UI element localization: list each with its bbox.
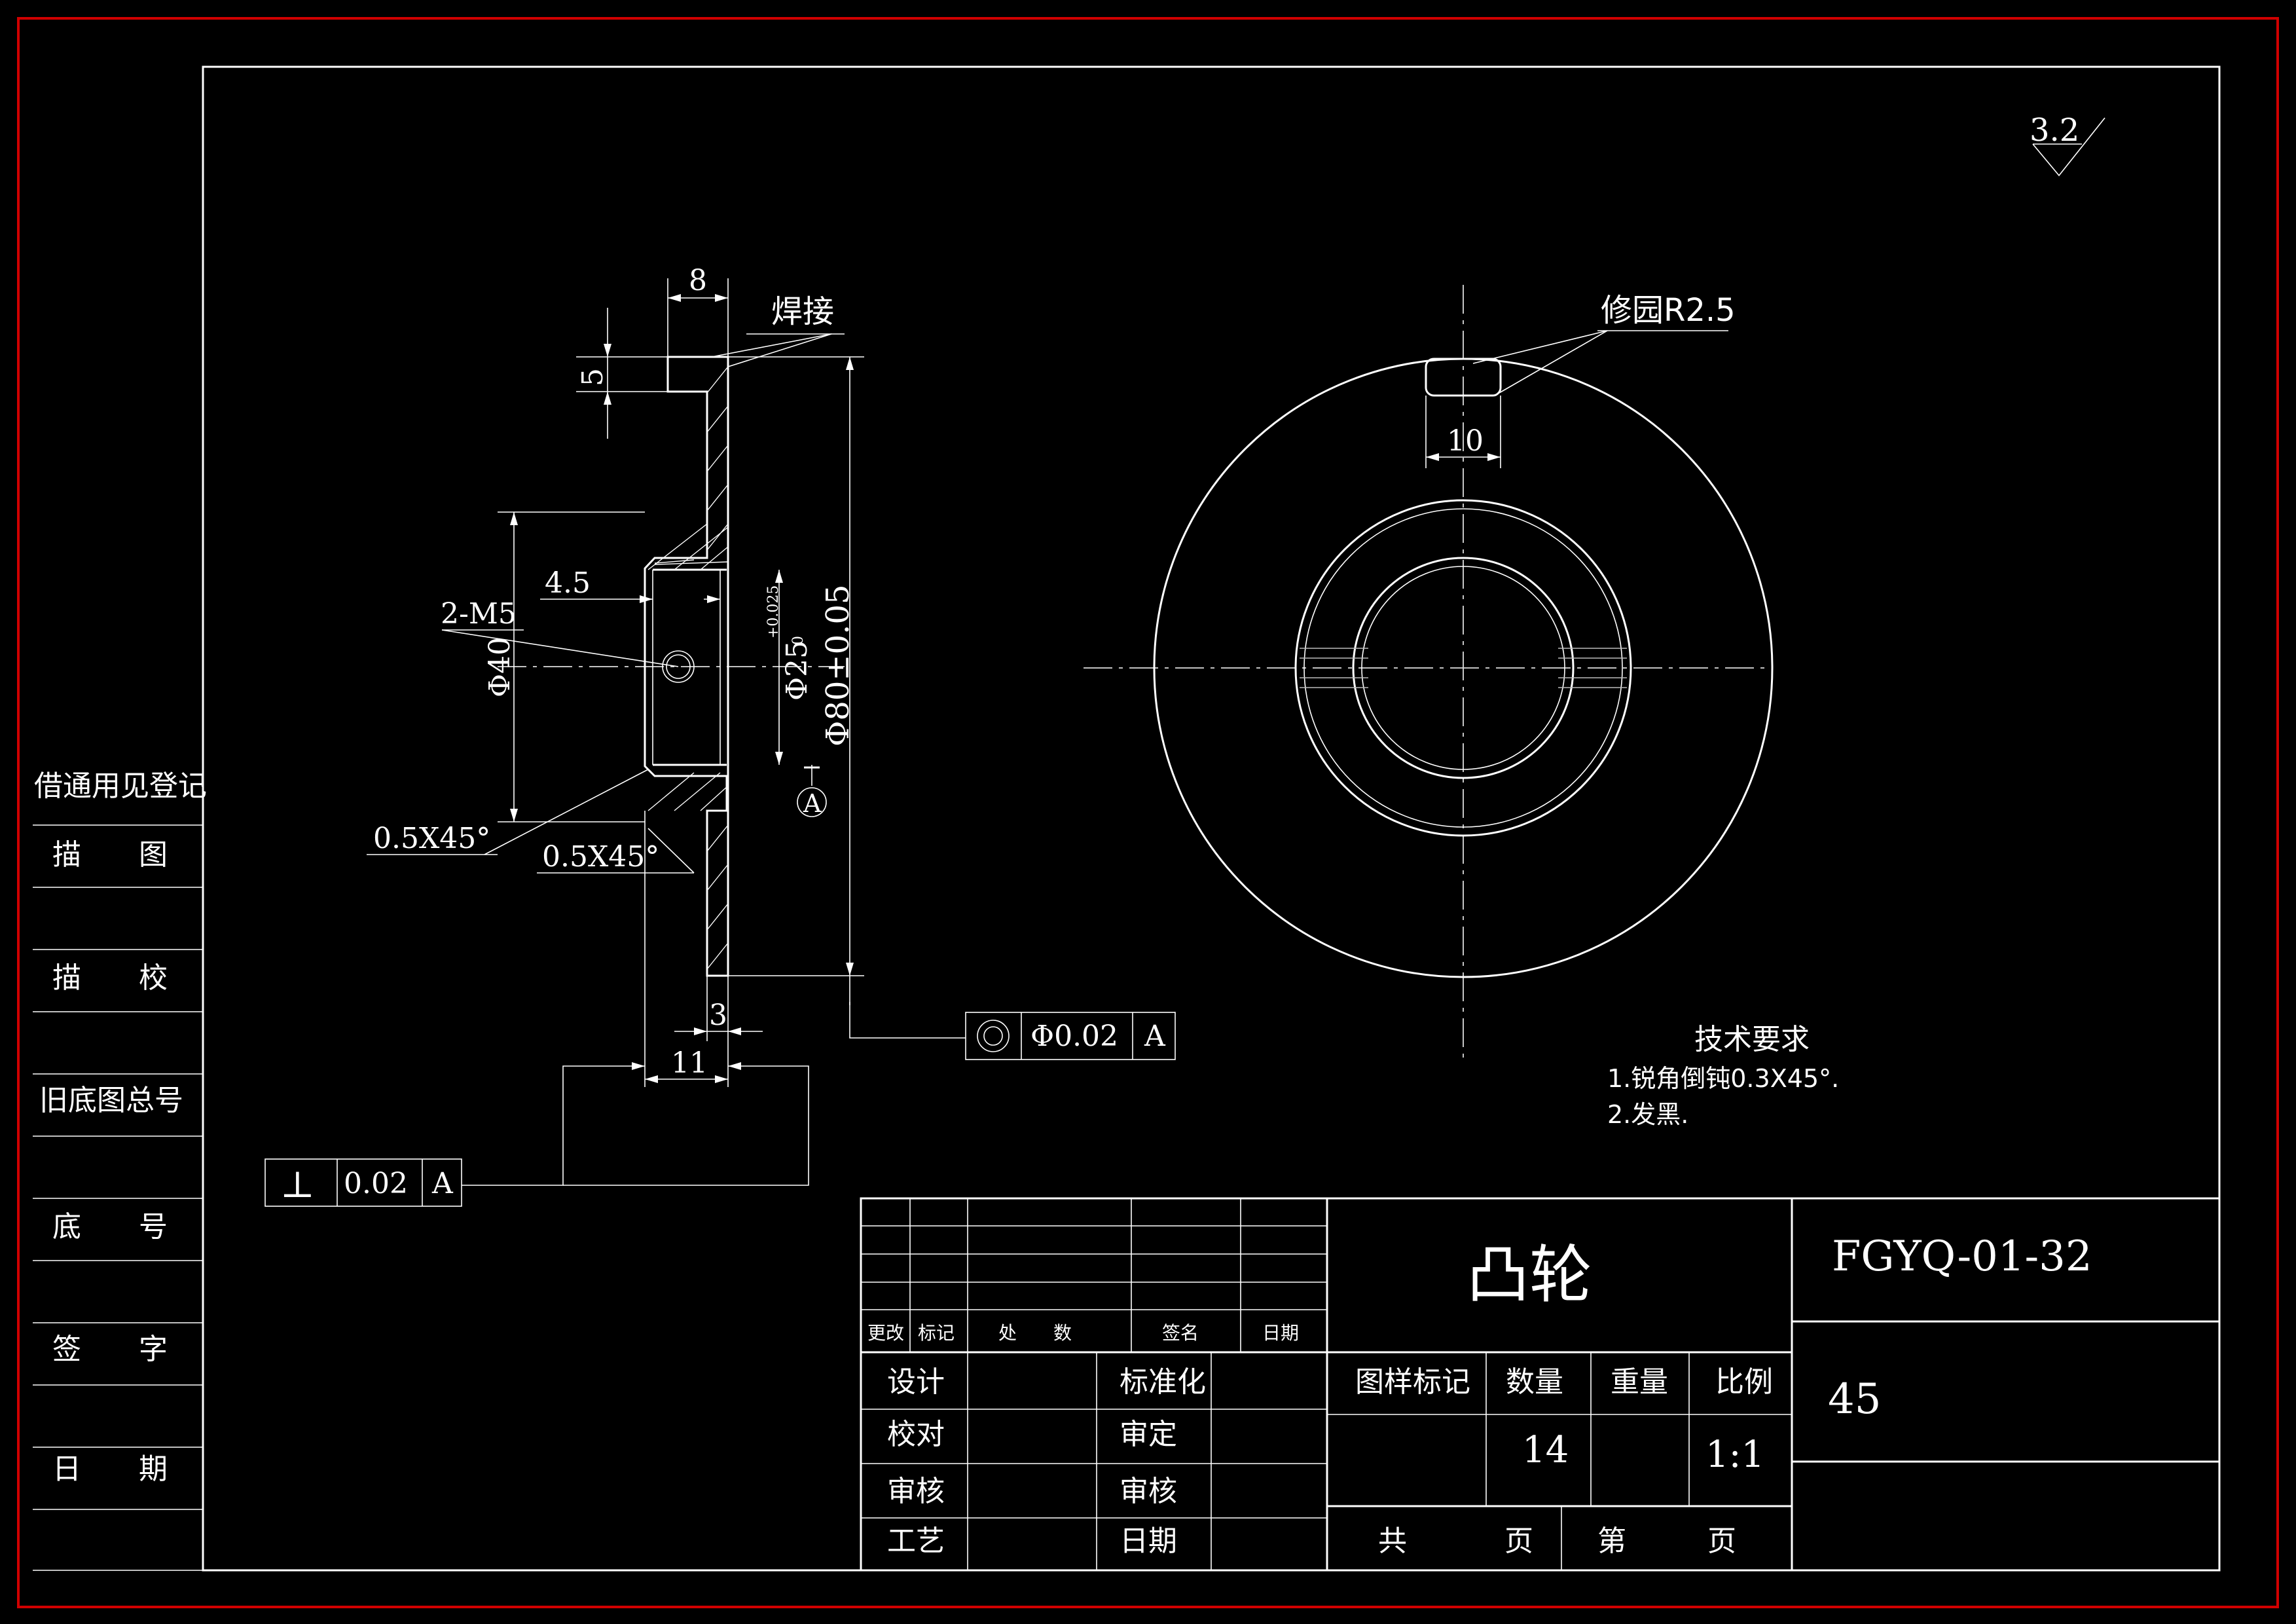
side-row-2: 描 校: [52, 961, 168, 995]
side-row-3: 旧底图总号: [39, 1084, 183, 1117]
sign-label-3: 工艺: [887, 1524, 945, 1558]
drawing-border: [202, 65, 2221, 1572]
dim-width-top: 8: [689, 264, 707, 297]
sign-label2-2: 审核: [1120, 1475, 1177, 1508]
surface-finish-symbol: 3.2: [2030, 112, 2105, 177]
side-row-1: 描 图: [52, 838, 168, 872]
sign-label2-3: 日期: [1120, 1524, 1177, 1558]
perpendicular-datum: A: [431, 1167, 454, 1200]
concentric-datum: A: [1144, 1020, 1166, 1053]
drawing-number: FGYQ-01-32: [1832, 1232, 2092, 1281]
dim-flange: 3: [709, 999, 727, 1032]
side-row-6: 日 期: [52, 1452, 168, 1486]
props-header-2: 重量: [1611, 1365, 1668, 1399]
props-header-3: 比例: [1715, 1365, 1773, 1399]
dim-bore: Φ25: [780, 640, 814, 701]
sheet-total-page: 页: [1504, 1524, 1533, 1558]
datum-a: A: [803, 789, 822, 818]
quantity: 14: [1522, 1429, 1569, 1471]
sheet-no-label: 第: [1597, 1524, 1626, 1558]
weld-note: 焊接: [771, 293, 834, 330]
sign-label-0: 设计: [887, 1365, 945, 1399]
side-row-0: 借通用见登记: [34, 769, 207, 803]
front-note: 修园R2.5: [1601, 292, 1736, 329]
tech-item-2: 2.发黑.: [1607, 1100, 1688, 1129]
dim-width-bottom: 11: [671, 1046, 708, 1080]
sheet-total-label: 共: [1378, 1524, 1407, 1558]
change-header-3: 签名: [1162, 1322, 1199, 1344]
perpendicular-value: 0.02: [344, 1167, 408, 1200]
chamfer-right: 0.5X45°: [542, 840, 659, 874]
change-header-4: 日期: [1262, 1322, 1299, 1344]
thread-note: 2-M5: [441, 597, 517, 631]
props-header-1: 数量: [1506, 1365, 1563, 1399]
tech-item-1: 1.锐角倒钝0.3X45°.: [1607, 1064, 1839, 1093]
tolerance-perpendicular: ⊥ 0.02 A: [264, 1062, 809, 1207]
surface-finish-value: 3.2: [2030, 112, 2079, 149]
material: 45: [1828, 1375, 1881, 1424]
change-header-2: 处 数: [998, 1322, 1072, 1344]
dim-inner-dia: Φ40: [483, 637, 517, 697]
perpendicular-symbol: ⊥: [280, 1164, 315, 1206]
section-view: 8 焊接 5 Φ40 4.5 2-M5 Φ25 +0: [367, 264, 864, 1087]
props-header-0: 图样标记: [1355, 1365, 1470, 1399]
tech-title: 技术要求: [1694, 1023, 1810, 1056]
concentric-value: Φ0.02: [1030, 1020, 1118, 1053]
chamfer-left: 0.5X45°: [373, 822, 490, 855]
dim-outer-dia: Φ80±0.05: [820, 584, 856, 747]
tolerance-concentric: Φ0.02 A: [849, 1002, 1176, 1060]
tech-requirements: 技术要求 1.锐角倒钝0.3X45°. 2.发黑.: [1607, 1023, 1839, 1129]
front-view: 10 修园R2.5: [1084, 285, 1774, 1058]
sign-label-1: 校对: [887, 1418, 945, 1451]
sign-label2-0: 标准化: [1120, 1365, 1206, 1399]
bore-tol-lower: 0: [790, 636, 807, 645]
bore-tol-upper: +0.025: [765, 585, 782, 638]
sign-label2-1: 审定: [1120, 1418, 1177, 1451]
side-row-4: 底 号: [52, 1210, 168, 1244]
side-row-5: 签 字: [52, 1333, 168, 1366]
dim-lip: 5: [576, 368, 610, 386]
part-name: 凸轮: [1467, 1238, 1592, 1312]
outer-frame: [17, 17, 2279, 1608]
title-block: 更改 标记 处 数 签名 日期 设计 校对 审核 工艺 标准化 审定 审核 日期…: [860, 1197, 2221, 1572]
sheet-no-page: 页: [1707, 1524, 1736, 1558]
sign-label-2: 审核: [887, 1475, 945, 1508]
side-table: 借通用见登记 描 图 描 校 旧底图总号 底 号 签 字 日 期: [33, 769, 207, 1571]
scale: 1:1: [1705, 1433, 1764, 1476]
change-header-1: 标记: [918, 1322, 955, 1344]
change-header-0: 更改: [867, 1322, 904, 1344]
dim-slot: 10: [1447, 424, 1484, 458]
dim-hole-depth: 4.5: [545, 566, 591, 600]
